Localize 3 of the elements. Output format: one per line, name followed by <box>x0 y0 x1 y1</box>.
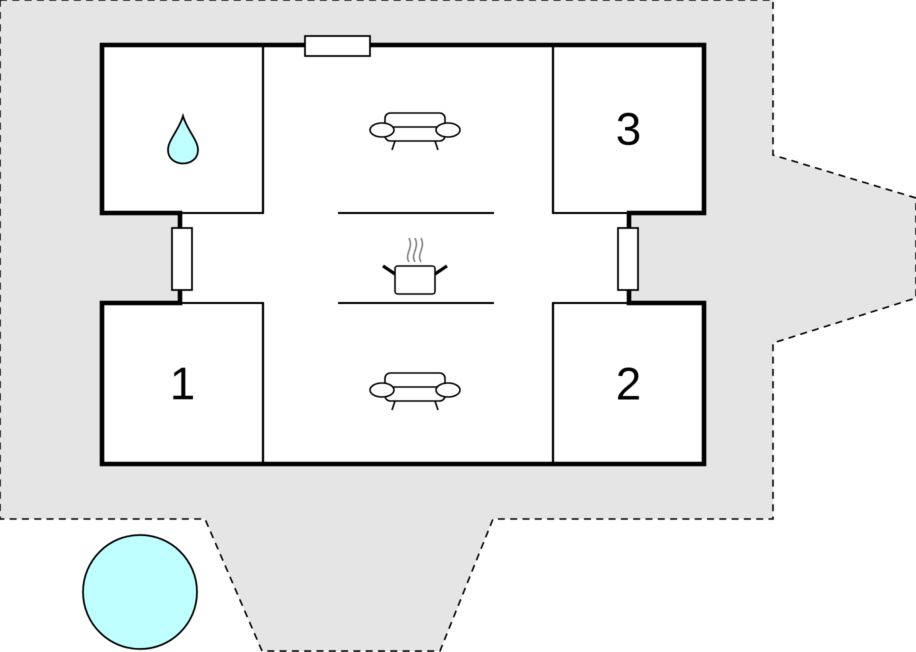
room: 3 <box>552 44 706 214</box>
room: 1 <box>100 302 264 466</box>
room: 2 <box>552 302 706 466</box>
